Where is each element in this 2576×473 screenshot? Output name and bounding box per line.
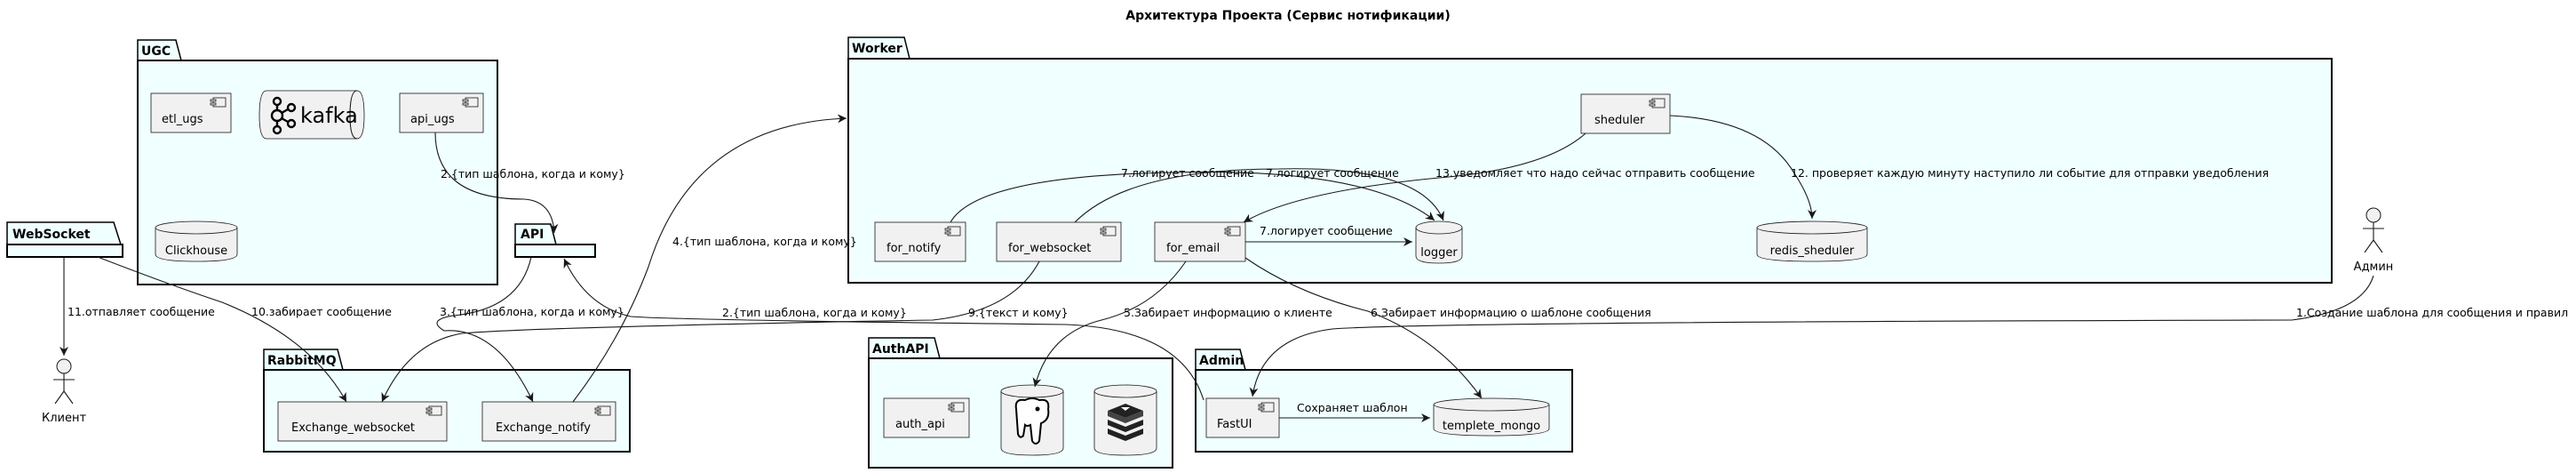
svg-text:FastUI: FastUI <box>1217 418 1252 431</box>
svg-text:12. проверяет каждую минуту на: 12. проверяет каждую минуту наступило ли… <box>1791 166 2269 180</box>
svg-text:1.Создание шаблона для сообщен: 1.Создание шаблона для сообщения и прави… <box>2296 306 2568 319</box>
edge-admin-actor-to-fastui: 1.Создание шаблона для сообщения и прави… <box>1249 275 2568 397</box>
svg-text:4.{тип шаблона, когда и кому}: 4.{тип шаблона, когда и кому} <box>672 235 857 248</box>
component-exchange-notify: Exchange_notify <box>481 401 616 442</box>
postgres-elephant-icon <box>1014 397 1050 445</box>
svg-text:9.{текст и кому}: 9.{текст и кому} <box>968 306 1069 319</box>
package-admin-label: Admin <box>1199 354 1244 368</box>
svg-text:api_ugs: api_ugs <box>410 113 455 126</box>
svg-text:13.уведомляет что надо сейчас: 13.уведомляет что надо сейчас отправить … <box>1435 166 1755 180</box>
svg-text:2.{тип шаблона, когда и кому}: 2.{тип шаблона, когда и кому} <box>441 167 625 180</box>
actor-client-label: Клиент <box>42 412 86 425</box>
edge-websocket-to-exchange-websocket: 10.забирает сообщение <box>97 256 392 403</box>
package-websocket: WebSocket <box>6 221 123 258</box>
edge-for-email-to-postgres: 5.Забирает информацию о клиенте <box>1032 261 1332 388</box>
component-fastui: FastUI <box>1205 397 1280 438</box>
package-websocket-label: WebSocket <box>12 228 91 242</box>
component-for-email: for_email <box>1154 221 1246 262</box>
actor-admin: Админ <box>2354 207 2394 274</box>
edge-for-websocket-to-exchange-websocket: 9.{текст и кому} <box>381 261 1069 403</box>
svg-text:logger: logger <box>1420 246 1458 260</box>
svg-text:auth_api: auth_api <box>895 418 945 431</box>
edge-sheduler-to-for-email: 13.уведомляет что надо сейчас отправить … <box>1243 132 1755 223</box>
svg-text:Exchange_notify: Exchange_notify <box>496 421 591 435</box>
package-rabbitmq-label: RabbitMQ <box>267 354 337 368</box>
svg-text:7.логирует сообщение: 7.логирует сообщение <box>1121 166 1254 180</box>
edge-for-websocket-to-logger: 7.логирует сообщение <box>1074 166 1444 223</box>
package-api: API <box>514 223 596 258</box>
svg-text:3.{тип шаблона, когда и кому}: 3.{тип шаблона, когда и кому} <box>440 305 624 318</box>
edge-for-email-to-logger: 7.логирует сообщение <box>1245 224 1412 246</box>
kafka-logo-icon <box>270 96 297 135</box>
edge-for-notify-to-logger: 7.логирует сообщение <box>950 166 1435 223</box>
svg-text:etl_ugs: etl_ugs <box>162 113 203 126</box>
component-api-ugs: api_ugs <box>399 92 484 133</box>
svg-text:for_email: for_email <box>1166 242 1220 255</box>
svg-text:redis_sheduler: redis_sheduler <box>1770 245 1855 258</box>
edge-sheduler-to-redis-sheduler: 12. проверяет каждую минуту наступило ли… <box>1669 115 2269 220</box>
svg-text:7.логирует сообщение: 7.логирует сообщение <box>1260 224 1393 237</box>
svg-text:Clickhouse: Clickhouse <box>165 245 227 258</box>
component-for-websocket: for_websocket <box>996 221 1122 262</box>
component-etl-ugs: etl_ugs <box>150 92 232 133</box>
edge-admin-to-api: 2.{тип шаблона, когда и кому} <box>563 258 1205 401</box>
component-templete-mongo-db: templete_mongo <box>1433 397 1550 437</box>
svg-text:10.забирает сообщение: 10.забирает сообщение <box>251 305 392 318</box>
svg-text:sheduler: sheduler <box>1594 114 1645 127</box>
edge-api-to-exchange-notify: 3.{тип шаблона, когда и кому} <box>436 256 624 403</box>
component-exchange-websocket: Exchange_websocket <box>277 401 448 442</box>
edge-apiugs-to-api: 2.{тип шаблона, когда и кому} <box>434 132 625 234</box>
component-auth-api: auth_api <box>883 397 970 438</box>
component-clickhouse-db: Clickhouse <box>155 220 238 262</box>
svg-text:11.отпавляет сообщение: 11.отпавляет сообщение <box>68 305 215 318</box>
package-authapi-label: AuthAPI <box>872 342 929 357</box>
svg-text:Сохраняет шаблон: Сохраняет шаблон <box>1297 401 1408 414</box>
redis-logo-icon <box>1108 404 1143 441</box>
svg-text:for_websocket: for_websocket <box>1008 242 1091 255</box>
edge-websocket-to-client: 11.отпавляет сообщение <box>60 257 215 356</box>
component-logger-db: logger <box>1415 220 1463 264</box>
component-redis-sheduler-db: redis_sheduler <box>1756 220 1868 262</box>
svg-text:6.Забирает информацию о шаблон: 6.Забирает информацию о шаблоне сообщени… <box>1371 306 1651 319</box>
edge-exchange-notify-to-worker: 4.{тип шаблона, когда и кому} <box>572 114 857 403</box>
svg-text:Exchange_websocket: Exchange_websocket <box>291 421 415 435</box>
actor-admin-label: Админ <box>2354 261 2394 274</box>
diagram-title: Архитектура Проекта (Сервис нотификации) <box>1125 9 1450 23</box>
svg-text:for_notify: for_notify <box>886 242 942 255</box>
actor-client: Клиент <box>42 358 86 425</box>
package-worker-label: Worker <box>852 42 902 56</box>
package-ugc-label: UGC <box>141 44 171 59</box>
edge-fastui-to-templete-mongo: Сохраняет шаблон <box>1279 401 1430 422</box>
svg-text:2.{тип шаблона, когда и кому}: 2.{тип шаблона, когда и кому} <box>722 306 907 319</box>
component-kafka: kafka <box>258 90 365 140</box>
edge-for-email-to-templete-mongo: 6.Забирает информацию о шаблоне сообщени… <box>1244 257 1651 399</box>
svg-text:7.логирует сообщение: 7.логирует сообщение <box>1266 166 1399 180</box>
component-postgres-db <box>1000 384 1064 456</box>
svg-text:5.Забирает информацию о клиент: 5.Забирает информацию о клиенте <box>1124 306 1332 319</box>
kafka-logo-text: kafka <box>300 103 358 128</box>
component-for-notify: for_notify <box>874 221 966 262</box>
component-sheduler: sheduler <box>1580 93 1671 134</box>
package-api-label: API <box>521 228 544 242</box>
svg-text:templete_mongo: templete_mongo <box>1443 420 1540 433</box>
component-redis-db <box>1093 384 1157 456</box>
